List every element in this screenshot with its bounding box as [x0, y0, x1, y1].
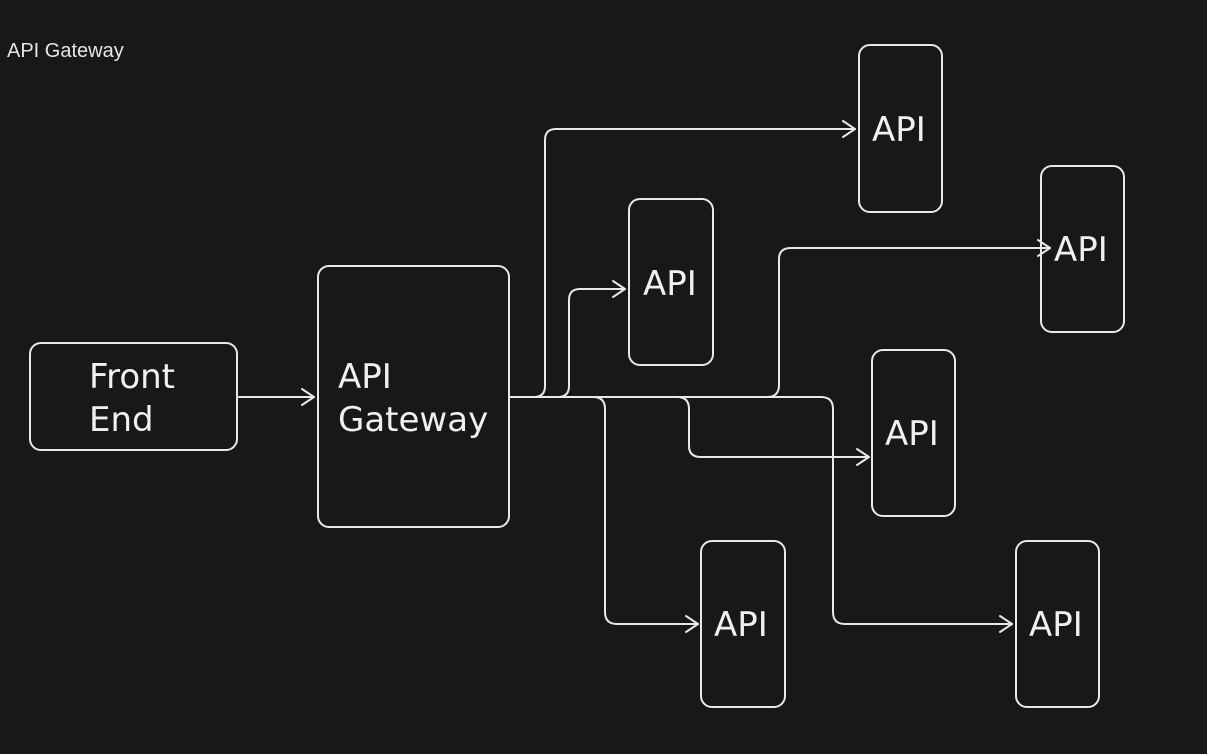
node-api-3[interactable]: API: [1040, 165, 1125, 333]
edge-gateway-to-api-5: [510, 396, 699, 633]
node-api-1[interactable]: API: [858, 44, 943, 213]
frame-title: API Gateway: [7, 40, 124, 62]
node-api-gateway[interactable]: API Gateway: [317, 265, 510, 528]
api-3-label: API: [1054, 230, 1108, 270]
api-2-label: API: [643, 264, 697, 304]
gateway-label-line2: Gateway: [338, 400, 488, 440]
edge-frontend-to-gateway: [238, 388, 315, 406]
edge-gateway-to-api-3: [510, 239, 1051, 398]
node-api-4[interactable]: API: [871, 349, 956, 517]
front-end-label-line2: End: [89, 400, 154, 440]
edge-gateway-to-api-4: [510, 396, 870, 466]
edge-gateway-to-api-6: [510, 396, 1013, 633]
gateway-label-line1: API: [338, 357, 392, 397]
node-api-2[interactable]: API: [628, 198, 714, 366]
api-1-label: API: [872, 110, 926, 150]
node-front-end[interactable]: Front End: [29, 342, 238, 451]
api-6-label: API: [1029, 605, 1083, 645]
api-5-label: API: [714, 605, 768, 645]
api-4-label: API: [885, 414, 939, 454]
node-api-5[interactable]: API: [700, 540, 786, 708]
edge-gateway-to-api-2: [510, 280, 626, 398]
edge-gateway-to-api-1: [510, 120, 856, 398]
node-api-6[interactable]: API: [1015, 540, 1100, 708]
front-end-label-line1: Front: [89, 357, 175, 397]
